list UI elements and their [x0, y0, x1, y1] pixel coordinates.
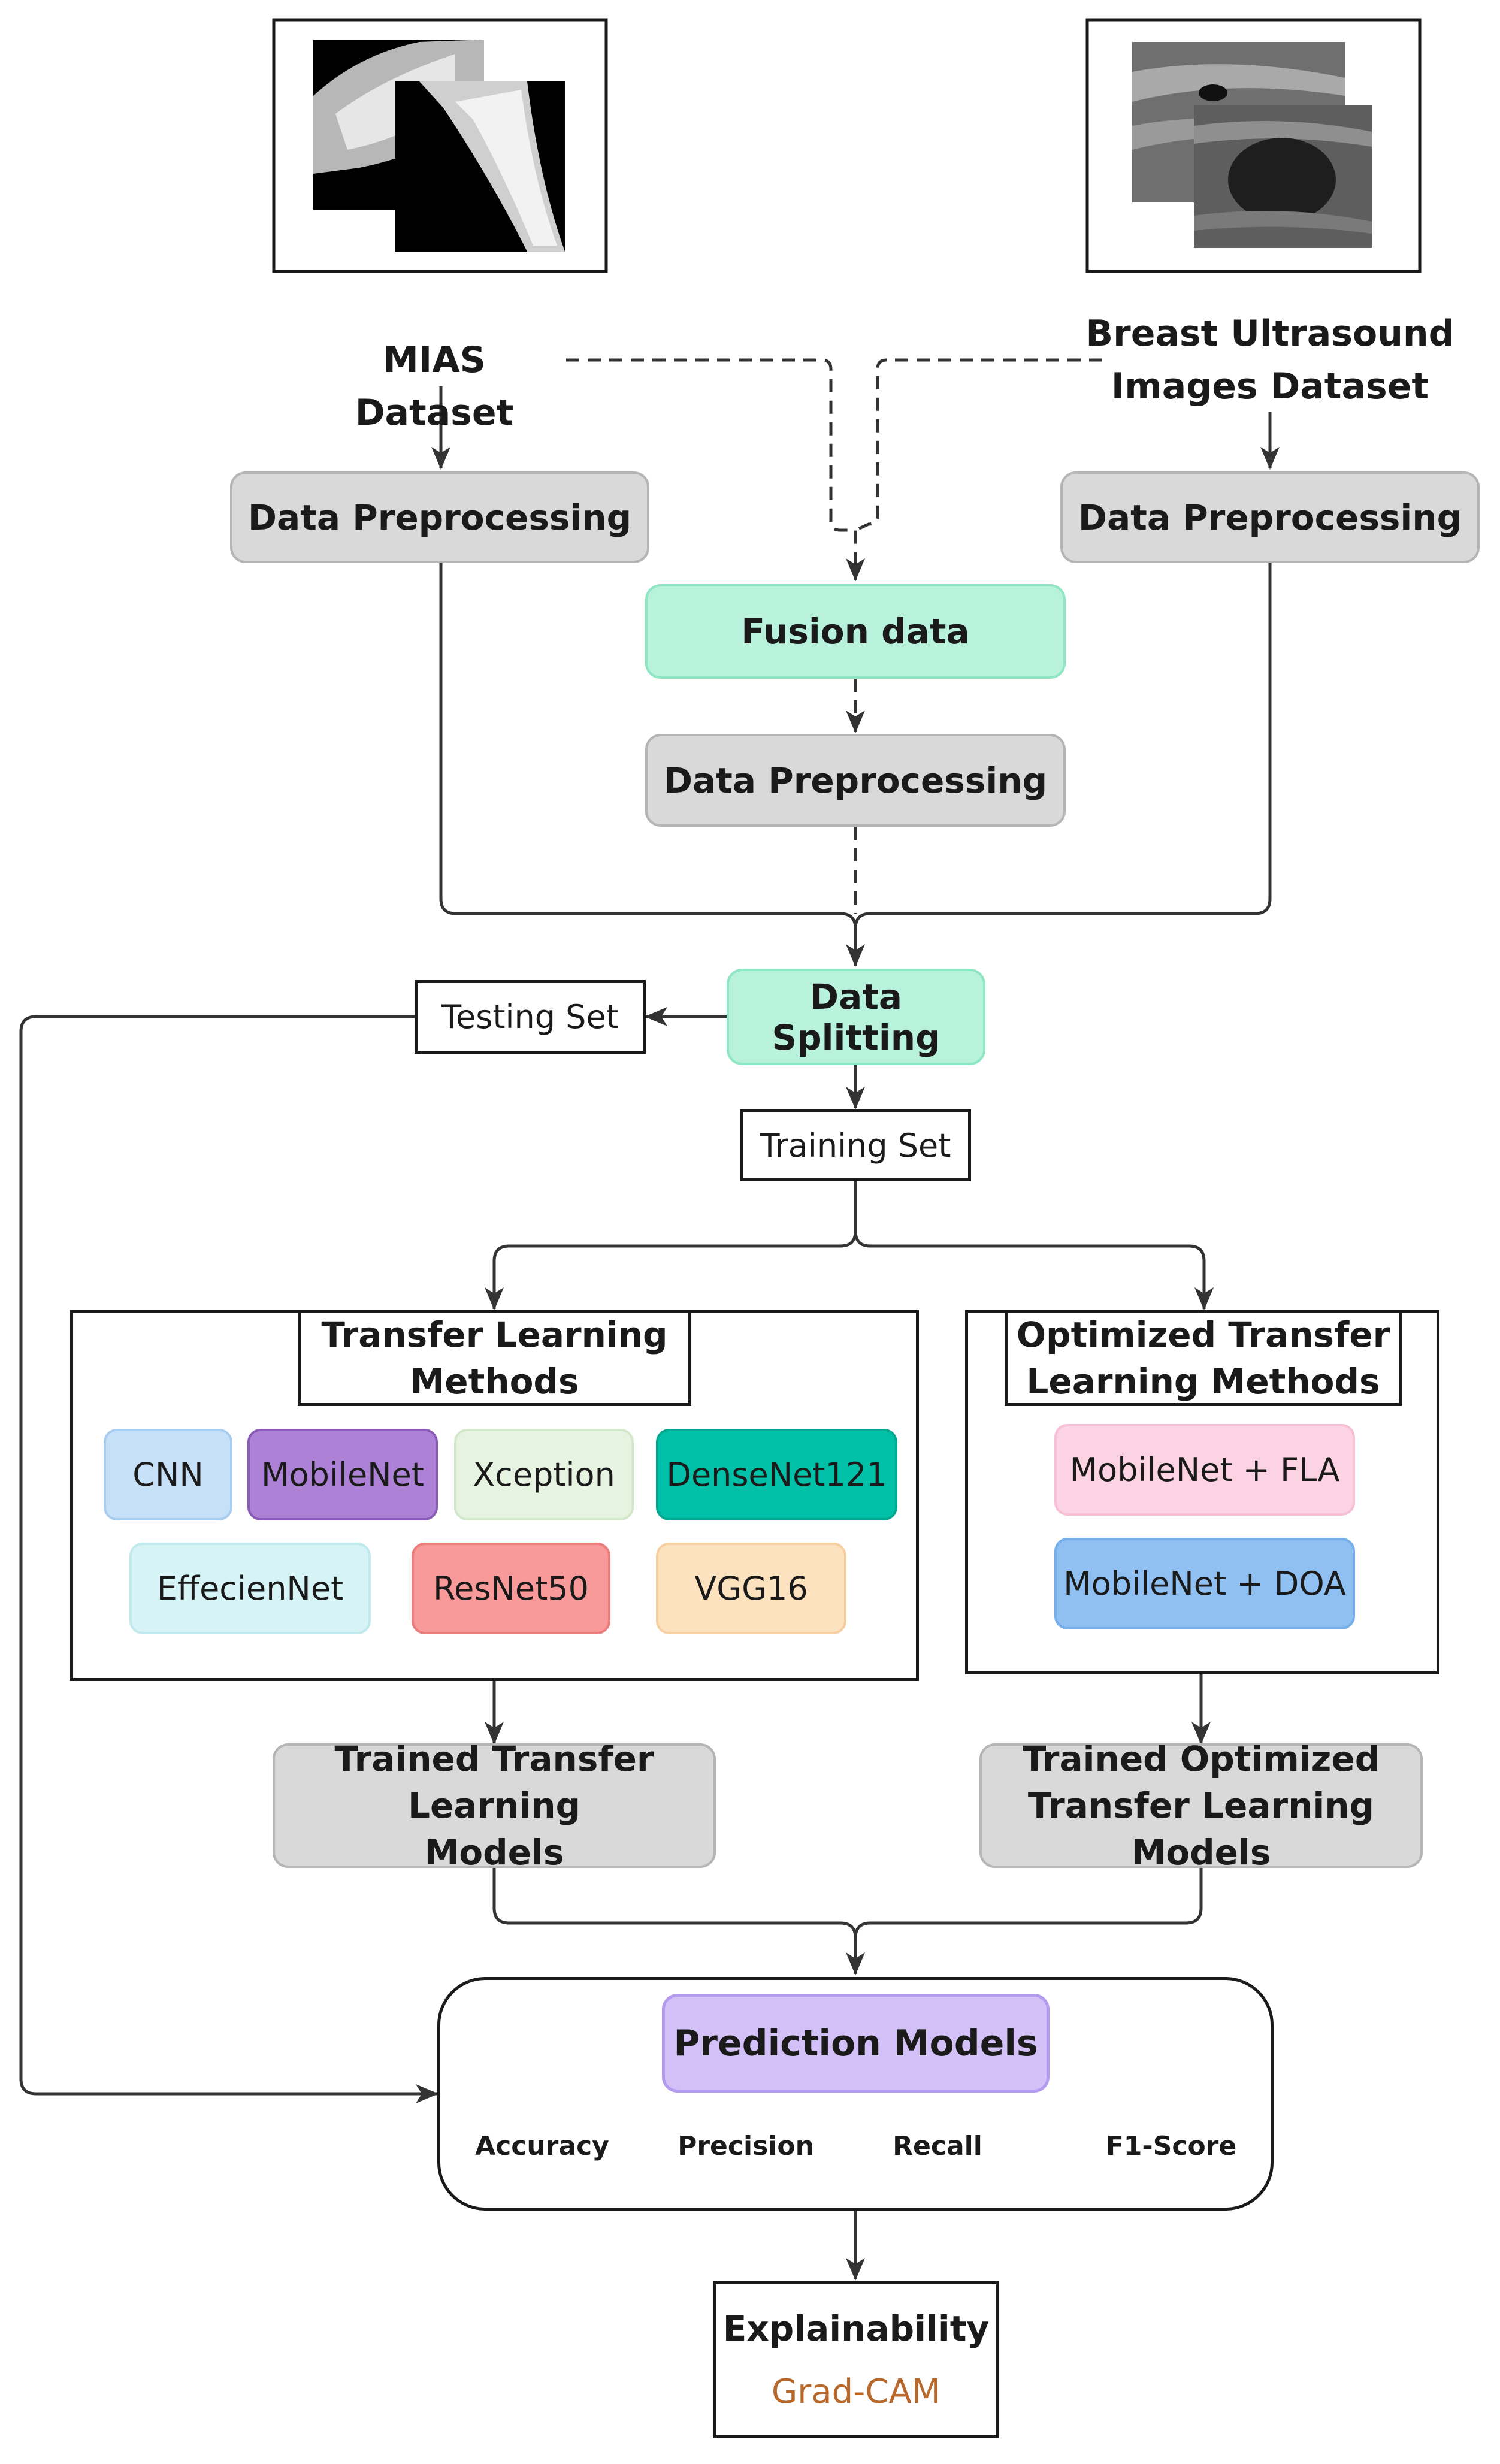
model-chip-mobilenet-fla-label: MobileNet + FLA — [1069, 1451, 1340, 1489]
model-chip-mobilenet-label: MobileNet — [261, 1456, 424, 1493]
model-chip-mobilenet-doa-label: MobileNet + DOA — [1063, 1565, 1346, 1603]
model-chip-vgg16-label: VGG16 — [694, 1570, 808, 1607]
model-chip-vgg16: VGG16 — [656, 1543, 846, 1634]
model-chip-cnn: CNN — [104, 1429, 232, 1520]
model-chip-effecienet-label: EffecienNet — [156, 1570, 344, 1607]
trained-optimized-line1: Trained Optimized — [1022, 1739, 1380, 1779]
optimized-transfer-learning-title-line2: Learning Methods — [1026, 1361, 1380, 1402]
breast-ultrasound-image — [1085, 18, 1422, 273]
model-chip-resnet50-label: ResNet50 — [433, 1570, 589, 1607]
gradcam-label: Grad-CAM — [771, 2372, 941, 2412]
mias-dataset-label: MIAS Dataset — [355, 339, 514, 434]
trained-transfer-learning-node: Trained Transfer Learning Models — [273, 1739, 716, 1873]
training-set-label: Training Set — [760, 1126, 951, 1165]
prediction-models-label: Prediction Models — [673, 2022, 1038, 2064]
model-chip-xception-label: Xception — [473, 1456, 615, 1493]
trained-transfer-learning-line1: Trained Transfer Learning — [334, 1739, 654, 1826]
data-splitting-label: Data Splitting — [772, 976, 940, 1058]
mias-preprocessing-node: Data Preprocessing — [230, 471, 649, 563]
metric-f1-score: F1-Score — [1105, 2131, 1237, 2161]
explainability-title: Explainability — [722, 2308, 990, 2349]
transfer-learning-title-line1: Transfer Learning — [321, 1314, 668, 1355]
prediction-models-node: Prediction Models — [662, 1994, 1050, 2093]
trained-optimized-line2: Transfer Learning Models — [1027, 1785, 1375, 1873]
trained-transfer-learning-line2: Models — [424, 1832, 564, 1873]
optimized-transfer-learning-title-line1: Optimized Transfer — [1016, 1314, 1390, 1355]
model-chip-mobilenet: MobileNet — [247, 1429, 438, 1520]
busi-dataset-label-line2: Images Dataset — [1111, 365, 1429, 407]
model-chip-cnn-label: CNN — [132, 1456, 204, 1493]
transfer-learning-title-line2: Methods — [410, 1361, 579, 1402]
metric-recall: Recall — [893, 2131, 982, 2161]
metric-accuracy: Accuracy — [475, 2131, 609, 2161]
model-chip-resnet50: ResNet50 — [412, 1543, 610, 1634]
mias-mammogram-image — [272, 18, 608, 273]
fusion-preprocessing-label: Data Preprocessing — [663, 760, 1048, 801]
fusion-preprocessing-node: Data Preprocessing — [645, 734, 1066, 827]
explainability-node: Explainability Grad-CAM — [713, 2281, 999, 2438]
testing-set-node: Testing Set — [415, 980, 646, 1054]
model-chip-densenet121: DenseNet121 — [656, 1429, 897, 1520]
busi-dataset-label: Breast Ultrasound Images Dataset — [1078, 307, 1462, 413]
model-chip-xception: Xception — [454, 1429, 634, 1520]
testing-set-label: Testing Set — [441, 998, 619, 1036]
model-chip-effecienet: EffecienNet — [129, 1543, 371, 1634]
data-splitting-node: Data Splitting — [727, 969, 985, 1065]
metric-precision: Precision — [678, 2131, 814, 2161]
trained-optimized-node: Trained Optimized Transfer Learning Mode… — [979, 1739, 1423, 1873]
busi-preprocessing-node: Data Preprocessing — [1060, 471, 1480, 563]
busi-dataset-label-line1: Breast Ultrasound — [1085, 313, 1454, 355]
mias-preprocessing-label: Data Preprocessing — [247, 497, 632, 538]
fusion-data-label: Fusion data — [741, 611, 970, 652]
busi-preprocessing-label: Data Preprocessing — [1078, 497, 1462, 538]
training-set-node: Training Set — [740, 1109, 971, 1181]
transfer-learning-title: Transfer Learning Methods — [298, 1310, 691, 1406]
model-chip-mobilenet-doa: MobileNet + DOA — [1054, 1538, 1355, 1629]
fusion-data-node: Fusion data — [645, 584, 1066, 679]
model-chip-densenet121-label: DenseNet121 — [666, 1456, 887, 1493]
optimized-transfer-learning-title: Optimized Transfer Learning Methods — [1005, 1310, 1402, 1406]
model-chip-mobilenet-fla: MobileNet + FLA — [1054, 1424, 1355, 1516]
